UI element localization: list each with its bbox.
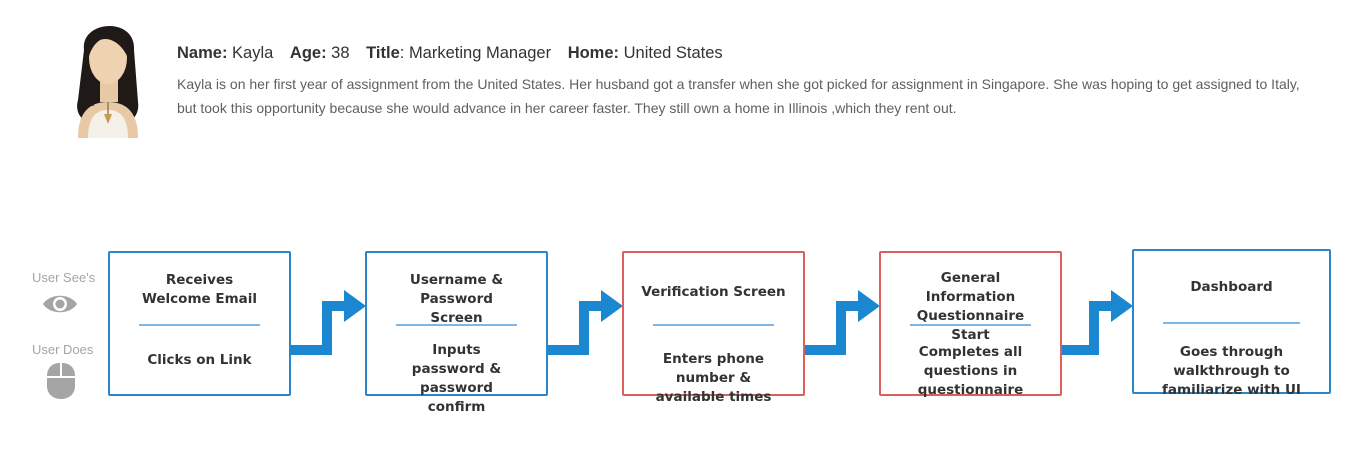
step-user-does: Inputs password & password confirm (411, 342, 502, 415)
persona-home: United States (623, 44, 723, 62)
persona-title: Marketing Manager (408, 44, 552, 62)
legend-user-does: User Does (32, 342, 94, 357)
journey-step: Dashboard Goes through walkthrough to fa… (1132, 249, 1331, 398)
connector-arrow (804, 290, 880, 355)
step-user-sees: Dashboard (1190, 279, 1273, 295)
step-divider (396, 324, 517, 326)
step-user-does: Enters phone number & available times (655, 351, 772, 405)
age-label: Age: (289, 44, 327, 62)
persona-name: Kayla (232, 44, 274, 62)
legend-user-sees: User See's (32, 270, 96, 285)
step-divider (139, 324, 260, 326)
step-divider (910, 324, 1031, 326)
connector-arrow (290, 290, 366, 355)
journey-step: Verification Screen Enters phone number … (622, 251, 805, 405)
step-user-does: Goes through walkthrough to familiarize … (1162, 344, 1301, 398)
title-label: Title (366, 44, 400, 62)
step-divider (1163, 322, 1300, 324)
title-separator: : (399, 44, 405, 62)
persona-bio: Kayla is on her first year of assignment… (177, 76, 1300, 116)
step-divider (653, 324, 774, 326)
persona-summary: Name: Kayla Age: 38 Title: Marketing Man… (177, 44, 723, 63)
journey-step: General Information Questionnaire Start … (879, 251, 1062, 398)
persona-avatar (77, 25, 139, 138)
connector-arrow (1061, 290, 1133, 355)
name-label: Name: (177, 44, 228, 62)
step-user-sees: Receives Welcome Email (141, 272, 258, 307)
step-user-sees: General Information Questionnaire Start (916, 270, 1025, 343)
eye-icon (43, 295, 77, 313)
step-user-sees: Username & Password Screen (409, 272, 504, 326)
journey-step: Receives Welcome Email Clicks on Link (108, 251, 291, 396)
step-user-sees: Verification Screen (641, 284, 786, 300)
mouse-icon (47, 363, 75, 399)
step-user-does: Clicks on Link (147, 352, 252, 368)
persona-age: 38 (331, 44, 350, 62)
journey-step: Username & Password Screen Inputs passwo… (365, 251, 548, 415)
connector-arrow (547, 290, 623, 355)
home-label: Home: (567, 44, 620, 62)
step-user-does: Completes all questions in questionnaire (917, 344, 1024, 398)
